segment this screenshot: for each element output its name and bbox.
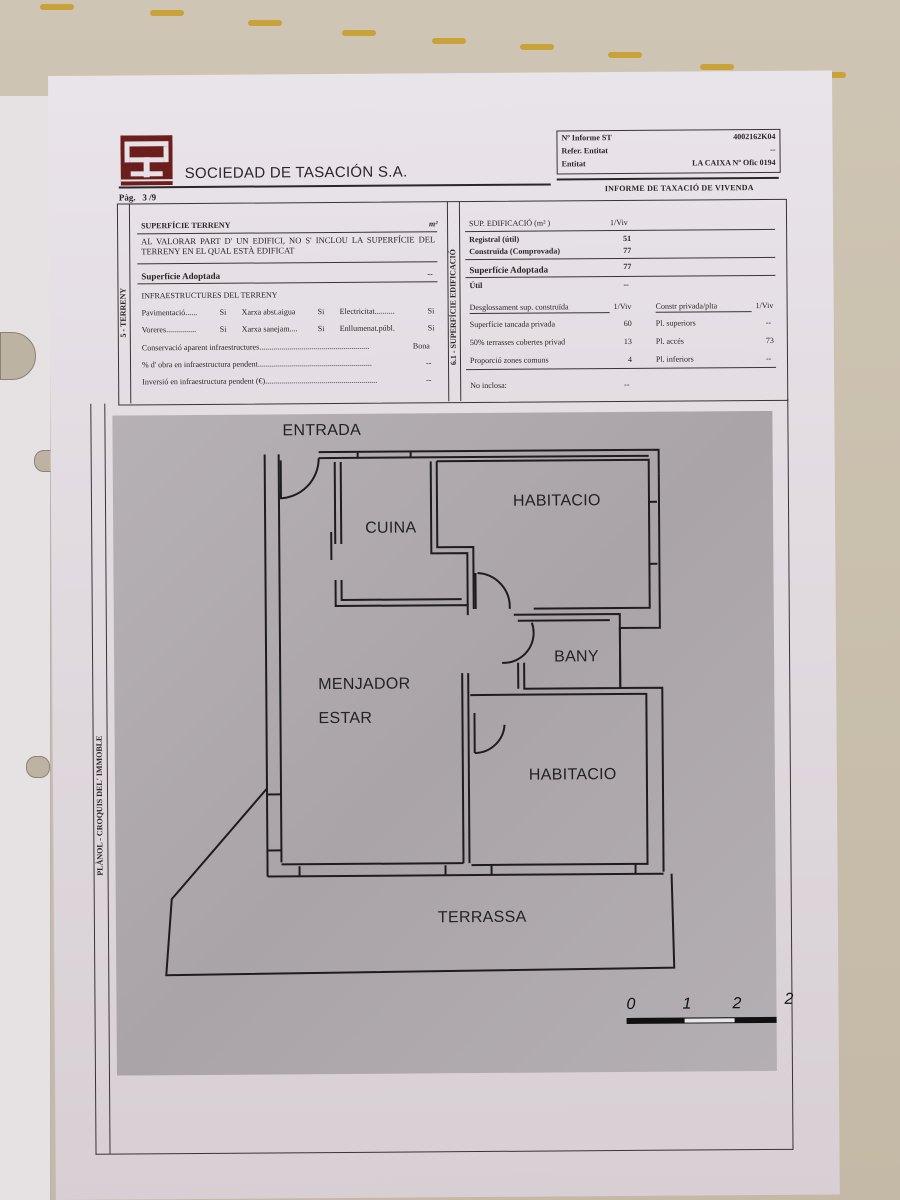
terreny-unit: m² bbox=[429, 219, 438, 229]
terreny-adopted-label: Superfície Adoptada bbox=[141, 270, 221, 282]
breakdown-label2: Pl. accés bbox=[655, 336, 684, 346]
breakdown-value: 60 bbox=[623, 318, 632, 328]
infra-value: Si bbox=[317, 324, 325, 334]
id-label: Entitat bbox=[561, 159, 586, 169]
document-title: INFORME DE TAXACIÓ DE VIVENDA bbox=[604, 183, 754, 194]
breakdown-value2: -- bbox=[765, 317, 772, 327]
util-label: Útil bbox=[469, 280, 483, 291]
infra-label: Voreres............... bbox=[141, 324, 197, 335]
header-rule-right bbox=[556, 176, 779, 181]
page-number: 3 /9 bbox=[142, 192, 157, 203]
carpet-stitch bbox=[248, 20, 282, 26]
infra-value: Si bbox=[317, 307, 325, 317]
breakdown-label: Proporció zones comuns bbox=[469, 355, 549, 366]
infra-value: Si bbox=[427, 306, 435, 316]
st-logo-icon bbox=[120, 135, 173, 186]
terreny-title: SUPERFÍCIE TERRENY bbox=[141, 220, 231, 231]
carpet-stitch bbox=[432, 38, 466, 44]
back-page bbox=[0, 96, 51, 1200]
conservacio-label: Conservació aparent infraestructures....… bbox=[141, 341, 370, 353]
scale-bar bbox=[626, 1016, 777, 1024]
breakdown-label: 50% terrasses cobertes privad bbox=[469, 337, 566, 348]
room-label-terrassa: TERRASSA bbox=[437, 908, 527, 927]
binder-hole bbox=[26, 756, 50, 778]
room-label-entrada: ENTRADA bbox=[282, 421, 362, 440]
room-label-menjador: MENJADOR bbox=[318, 675, 411, 694]
breakdown-value: 13 bbox=[623, 336, 632, 346]
section-label-terreny: 5 - TERRENY bbox=[118, 287, 128, 338]
edificacio-adopted-label: Superfície Adoptada bbox=[469, 264, 549, 276]
document-page: SOCIEDAD DE TASACIÓN S.A. Pàg. 3 /9 Nº I… bbox=[48, 70, 840, 1200]
report-id-box: Nº Informe ST 4002162K04 Refer. Entitat … bbox=[556, 128, 781, 175]
page-label: Pàg. bbox=[118, 192, 136, 203]
scale-label: 1 bbox=[682, 995, 692, 1013]
edificacio-title: SUP. EDIFICACIÓ (m² ) bbox=[469, 218, 551, 229]
inversio-value: -- bbox=[426, 375, 432, 385]
construida-value: 77 bbox=[623, 245, 632, 255]
carpet-stitch bbox=[700, 64, 734, 70]
id-label: Refer. Entitat bbox=[561, 146, 608, 156]
breakdown-value2: -- bbox=[765, 353, 772, 363]
id-value: LA CAIXA Nº Ofic 0194 bbox=[692, 157, 776, 168]
scale-label: 2 bbox=[784, 990, 794, 1008]
carpet-stitch bbox=[150, 10, 184, 16]
terreny-adopted-value: -- bbox=[427, 269, 433, 279]
infra-label: Enllumenat.públ. bbox=[339, 323, 395, 333]
registral-label: Registral (útil) bbox=[469, 234, 520, 245]
carpet-stitch bbox=[520, 44, 554, 50]
breakdown-value2: 73 bbox=[765, 335, 774, 345]
scale-label: 2 bbox=[732, 995, 742, 1013]
room-label-bany: BANY bbox=[554, 648, 599, 666]
id-row-entitat: Entitat LA CAIXA Nº Ofic 0194 bbox=[558, 156, 780, 171]
breakdown-header-label2: Constr privada/plta bbox=[655, 301, 718, 311]
no-inclosa-value: -- bbox=[624, 379, 630, 389]
header-rule bbox=[118, 183, 551, 189]
infra-value: Si bbox=[219, 324, 227, 334]
id-label: Nº Informe ST bbox=[561, 133, 612, 143]
infra-label: Pavimentació...... bbox=[141, 307, 198, 318]
carpet-stitch bbox=[342, 30, 376, 36]
carpet-stitch bbox=[608, 52, 642, 58]
infra-value: Si bbox=[219, 307, 227, 317]
id-value: 4002162K04 bbox=[733, 131, 776, 142]
breakdown-label: Superfície tancada privada bbox=[469, 319, 556, 330]
section-label-planol: PLÀNOL - CROQUIS DEL' IMMOBLE bbox=[94, 735, 105, 876]
page-indicator: Pàg. 3 /9 bbox=[119, 192, 156, 202]
construida-label: Construïda (Comprovada) bbox=[469, 246, 561, 257]
room-label-estar: ESTAR bbox=[318, 709, 373, 728]
breakdown-value: 4 bbox=[627, 354, 633, 364]
breakdown-label2: Pl. superiors bbox=[655, 318, 696, 328]
infra-label: Xarxa abst.aigua bbox=[241, 307, 296, 317]
scale-label: 0 bbox=[626, 995, 636, 1013]
company-name: SOCIEDAD DE TASACIÓN S.A. bbox=[184, 163, 408, 183]
breakdown-header-unit: 1/Viv bbox=[613, 301, 632, 312]
breakdown-header-label: Desglossament sup. construïda bbox=[469, 302, 569, 313]
floor-plan-drawing bbox=[165, 448, 777, 1024]
registral-value: 51 bbox=[623, 233, 632, 243]
edificacio-col-header: 1/Viv bbox=[610, 217, 628, 228]
id-value: -- bbox=[770, 144, 776, 154]
breakdown-label2: Pl. inferiors bbox=[655, 354, 694, 364]
infra-title: INFRAESTRUCTURES DEL TERRENY bbox=[141, 290, 278, 301]
room-label-cuina: CUINA bbox=[365, 519, 417, 537]
terreny-note: AL VALORAR PART D' UN EDIFICI, NO S' INC… bbox=[141, 234, 436, 257]
infra-label: Electricitat.......... bbox=[339, 306, 395, 316]
room-label-habitacio-1: HABITACIO bbox=[512, 492, 601, 510]
conservacio-value: Bona bbox=[411, 341, 430, 351]
obra-value: -- bbox=[425, 358, 432, 368]
floor-plan: ENTRADA CUINA HABITACIO BANY MENJADOR ES… bbox=[112, 410, 793, 1076]
room-label-habitacio-2: HABITACIO bbox=[528, 766, 617, 784]
util-value: -- bbox=[623, 279, 629, 289]
carpet-stitch bbox=[40, 4, 74, 10]
infra-value: Si bbox=[427, 323, 435, 333]
section-label-edificacio: 6.1 - SUPERFÍCIE EDIFICACIÓ bbox=[448, 249, 459, 366]
edificacio-adopted-value: 77 bbox=[623, 261, 632, 271]
no-inclosa-label: No inclosa: bbox=[470, 380, 507, 391]
breakdown-header-unit2: 1/Viv bbox=[755, 300, 774, 311]
infra-label: Xarxa sanejam.... bbox=[241, 324, 298, 334]
